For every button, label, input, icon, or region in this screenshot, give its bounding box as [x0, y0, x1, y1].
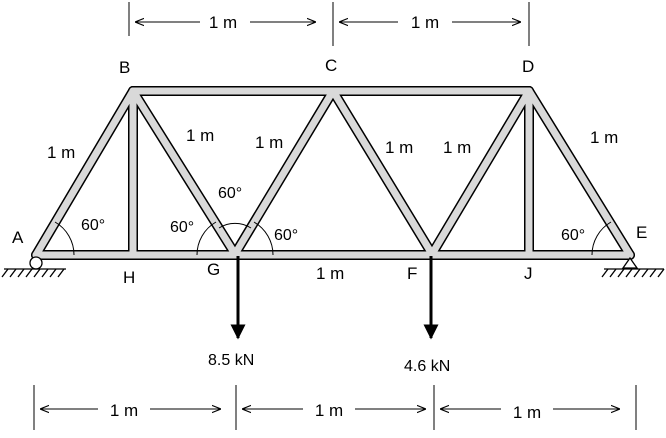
- length-label-bg: 1 m: [186, 126, 214, 145]
- member-bg: [129, 87, 239, 258]
- dim-label-fe: 1 m: [513, 403, 541, 422]
- node-label-h: H: [123, 268, 135, 287]
- load-arrows: [230, 256, 439, 340]
- angle-label-a: 60°: [81, 217, 105, 234]
- dim-label-bc: 1 m: [209, 13, 237, 32]
- angle-label-g-left: 60°: [170, 219, 194, 236]
- angle-label-e: 60°: [561, 227, 585, 244]
- node-label-f: F: [407, 264, 417, 283]
- member-de: [525, 87, 634, 259]
- angle-label-g-right: 60°: [274, 227, 298, 244]
- node-label-d: D: [522, 57, 534, 76]
- angle-arc-a: [54, 221, 75, 256]
- dim-label-ag: 1 m: [110, 401, 138, 420]
- dim-label-gf: 1 m: [315, 401, 343, 420]
- member-fd: [428, 87, 533, 258]
- length-label-de: 1 m: [590, 128, 618, 147]
- length-label-gf: 1 m: [316, 264, 344, 283]
- angle-arc-g-left: [196, 221, 217, 256]
- node-label-e: E: [636, 223, 647, 242]
- load-label-g: 8.5 kN: [208, 352, 254, 369]
- load-label-f: 4.6 kN: [404, 358, 450, 375]
- length-label-cf: 1 m: [385, 138, 413, 157]
- member-gc: [231, 87, 337, 258]
- roller-support-e: [601, 256, 665, 278]
- angle-arc-g-top: [218, 222, 252, 229]
- member-ab: [32, 87, 137, 259]
- node-label-b: B: [119, 58, 130, 77]
- length-label-gc: 1 m: [255, 133, 283, 152]
- angle-arc-g-right: [253, 221, 274, 256]
- node-label-c: C: [325, 56, 337, 75]
- top-dimensions: [128, 2, 530, 46]
- length-label-ab: 1 m: [47, 143, 75, 162]
- angle-arc-e: [591, 221, 612, 256]
- truss-members: [31, 86, 635, 260]
- node-label-j: J: [524, 264, 533, 283]
- member-cf: [329, 87, 436, 258]
- node-label-g: G: [207, 260, 220, 279]
- angle-label-g-top: 60°: [218, 185, 242, 202]
- dim-label-cd: 1 m: [411, 13, 439, 32]
- angle-arcs: [54, 221, 612, 256]
- node-label-a: A: [12, 228, 24, 247]
- pin-support-a: [1, 256, 66, 278]
- bottom-dimensions: [33, 385, 637, 430]
- length-label-fd: 1 m: [443, 138, 471, 157]
